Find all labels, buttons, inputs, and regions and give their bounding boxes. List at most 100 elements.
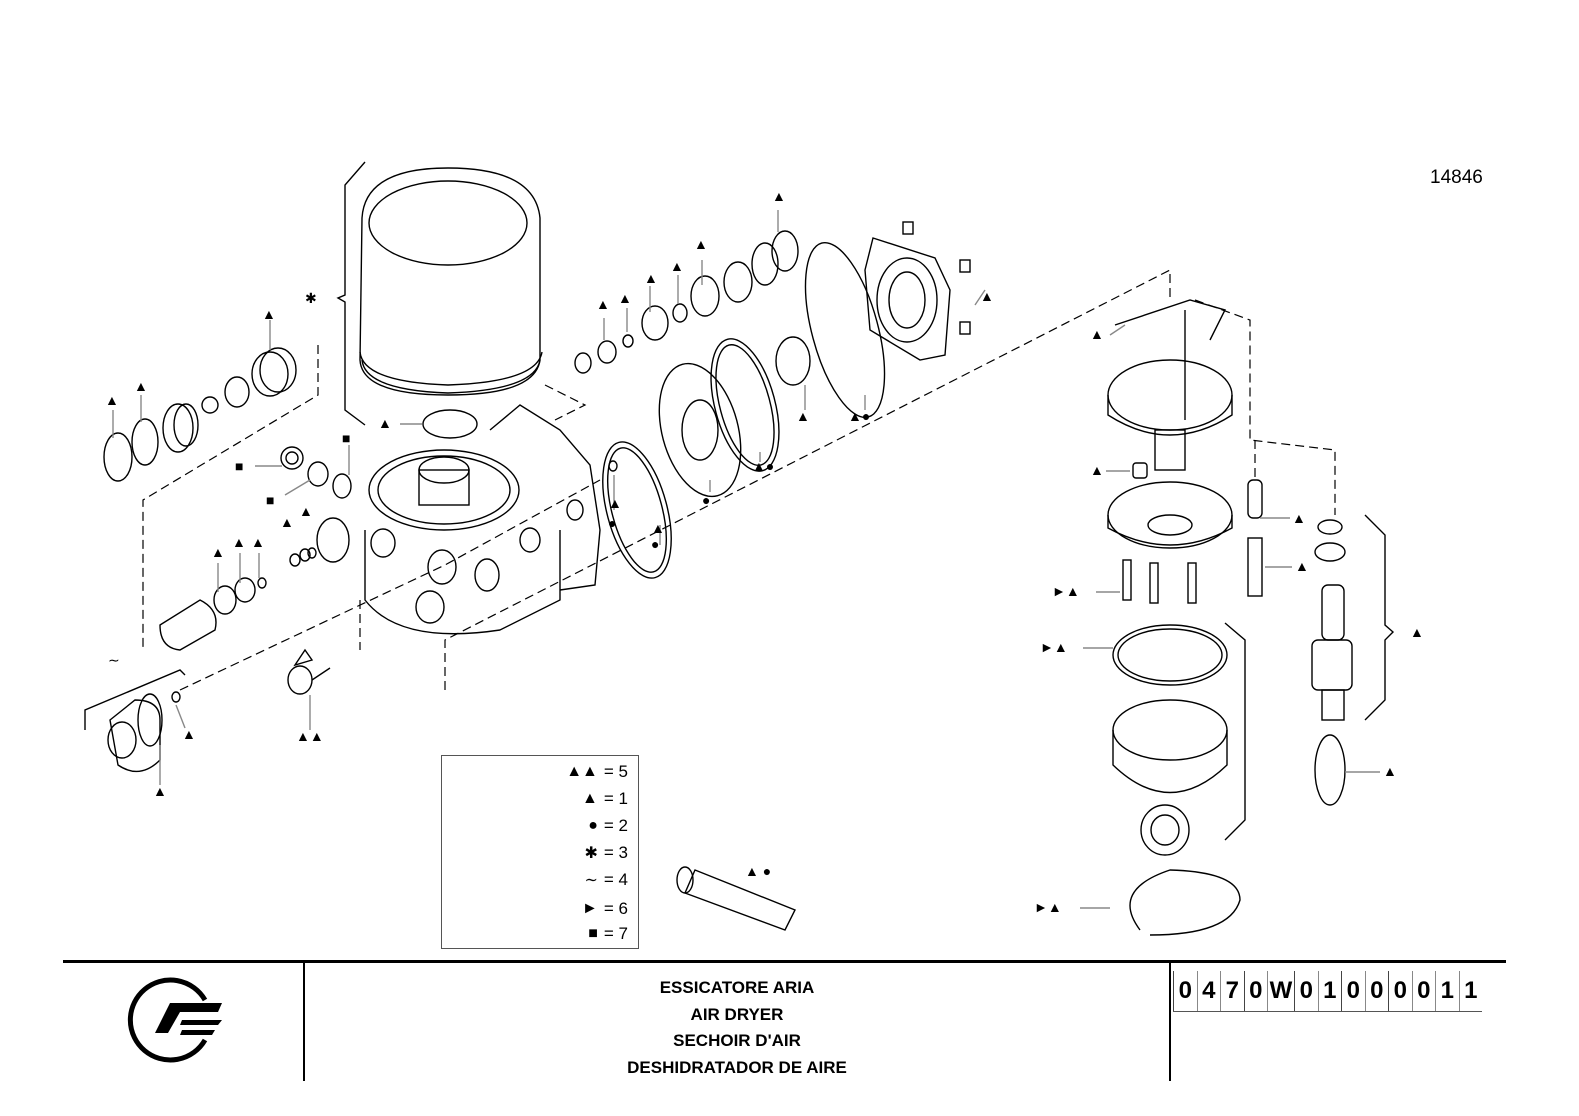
legend-value: = 6 xyxy=(603,899,628,918)
callout-tri: ▲ xyxy=(182,726,196,742)
code-char: 0 xyxy=(1388,971,1412,1011)
callout-dot: ● xyxy=(608,515,617,531)
inlet-parts xyxy=(159,517,350,651)
code-char: 7 xyxy=(1220,971,1244,1011)
cover-plate xyxy=(864,221,986,361)
legend-item: ▲= 1 xyxy=(582,789,628,809)
company-logo xyxy=(127,977,222,1063)
callout-tri: ▲ xyxy=(153,783,167,799)
callout-arrow-tri: ►▲ xyxy=(1040,639,1068,655)
callout-tri: ▲ xyxy=(1292,510,1306,526)
callout-tri: ▲ xyxy=(608,495,622,511)
dryer-housing xyxy=(364,404,601,635)
callout-arrow-tri: ►▲ xyxy=(1034,899,1062,915)
callout-dot: ● xyxy=(651,536,660,552)
title-spanish: DESHIDRATADOR DE AIRE xyxy=(627,1057,847,1077)
legend-value: = 3 xyxy=(603,843,628,862)
title-block: ESSICATORE ARIA AIR DRYER SECHOIR D'AIR … xyxy=(63,960,1506,1081)
callout-tri: ▲ xyxy=(980,288,994,304)
callout-square: ■ xyxy=(266,492,275,508)
middle-valve-parts xyxy=(574,210,799,374)
callout-tri: ▲ xyxy=(134,378,148,394)
callout-tri: ▲ xyxy=(299,503,313,519)
asterisk-icon: ✱ xyxy=(584,845,598,862)
title-english: AIR DRYER xyxy=(690,1004,784,1024)
callout-tri: ▲ xyxy=(1383,763,1397,779)
code-char: 0 xyxy=(1341,971,1365,1011)
right-valve-assembly xyxy=(1080,299,1395,936)
double-triangle-icon: ▲▲ xyxy=(566,763,598,780)
part-code: 0 4 7 0 W 0 1 0 0 0 0 1 1 xyxy=(1173,971,1482,1012)
right-arrow-icon: ► xyxy=(582,900,598,917)
code-char: 0 xyxy=(1243,971,1268,1011)
bracket-cartridge xyxy=(336,161,366,426)
code-char: 1 xyxy=(1435,971,1459,1011)
callout-dot: ● xyxy=(702,492,711,508)
piston-parts xyxy=(602,241,886,579)
legend-value: = 5 xyxy=(603,762,628,781)
code-char: 0 xyxy=(1173,971,1197,1011)
callout-tri: ▲ xyxy=(796,408,810,424)
assembly-lines xyxy=(142,269,1336,691)
legend-value: = 2 xyxy=(603,816,628,835)
callout-tri: ▲ xyxy=(262,306,276,322)
title-cell: ESSICATORE ARIA AIR DRYER SECHOIR D'AIR … xyxy=(305,963,1171,1081)
callout-tri: ▲ xyxy=(618,290,632,306)
logo-cell xyxy=(63,963,305,1081)
callout-tri: ▲ xyxy=(1295,558,1309,574)
callout-tri: ▲ xyxy=(251,534,265,550)
legend-item: ■ = 7 xyxy=(588,924,628,944)
title-french: SECHOIR D'AIR xyxy=(673,1031,801,1050)
drain-valve xyxy=(287,648,331,730)
left-valve-parts xyxy=(103,320,297,482)
legend-value: = 7 xyxy=(603,924,628,943)
legend-item: ✱ = 3 xyxy=(584,843,628,863)
oring-top xyxy=(422,409,478,439)
filter-cartridge xyxy=(359,167,543,396)
square-icon: ■ xyxy=(588,925,598,942)
callout-arrow-tri: ►▲ xyxy=(1052,583,1080,599)
callout-tri: ▲ xyxy=(644,270,658,286)
title-italian: ESSICATORE ARIA xyxy=(659,978,815,997)
code-char: 0 xyxy=(1364,971,1389,1011)
code-char: 0 xyxy=(1411,971,1436,1011)
callout-tilde: ∼ xyxy=(108,652,120,668)
tilde-icon: ∼ xyxy=(584,872,598,889)
legend-item: ● = 2 xyxy=(588,816,628,836)
callout-tri: ▲ xyxy=(694,236,708,252)
callout-tri: ▲ xyxy=(651,520,665,536)
callout-square: ■ xyxy=(342,430,351,446)
callout-star: ✱ xyxy=(305,290,317,306)
gasket-parts xyxy=(255,445,352,499)
grease-tube xyxy=(676,866,796,931)
legend-item: ∼ = 4 xyxy=(584,870,628,890)
callout-square: ■ xyxy=(235,458,244,474)
callout-tri: ▲ xyxy=(280,514,294,530)
callout-tri: ▲ xyxy=(378,415,392,431)
code-char: W xyxy=(1267,971,1294,1011)
legend-item: ▲▲ = 5 xyxy=(566,762,628,782)
callout-tri-dot: ▲● xyxy=(752,458,775,474)
callout-tri: ▲ xyxy=(211,544,225,560)
callout-tri: ▲ xyxy=(105,392,119,408)
code-char: 0 xyxy=(1294,971,1318,1011)
legend-item: ► = 6 xyxy=(582,899,628,919)
callout-tri: ▲ xyxy=(1410,624,1424,640)
drawing-reference-number: 14846 xyxy=(1430,167,1483,188)
legend-box: ▲▲ = 5 ▲= 1 ● = 2 ✱ = 3 ∼ = 4 ► = 6 ■ = 7 xyxy=(441,755,639,949)
circle-icon: ● xyxy=(588,817,598,834)
callout-tri: ▲ xyxy=(596,296,610,312)
heater-parts xyxy=(84,669,186,785)
code-char: 1 xyxy=(1317,971,1342,1011)
legend-value: = 4 xyxy=(603,870,628,889)
code-char: 4 xyxy=(1196,971,1221,1011)
callout-tri: ▲ xyxy=(772,188,786,204)
callout-tri: ▲ xyxy=(1090,462,1104,478)
callout-double-tri: ▲▲ xyxy=(296,728,324,744)
callout-tri-dot: ▲● xyxy=(848,408,871,424)
callout-tri: ▲ xyxy=(670,258,684,274)
callout-tri: ▲ xyxy=(232,534,246,550)
callout-tri: ▲ xyxy=(1090,326,1104,342)
triangle-icon: ▲ xyxy=(582,790,598,807)
